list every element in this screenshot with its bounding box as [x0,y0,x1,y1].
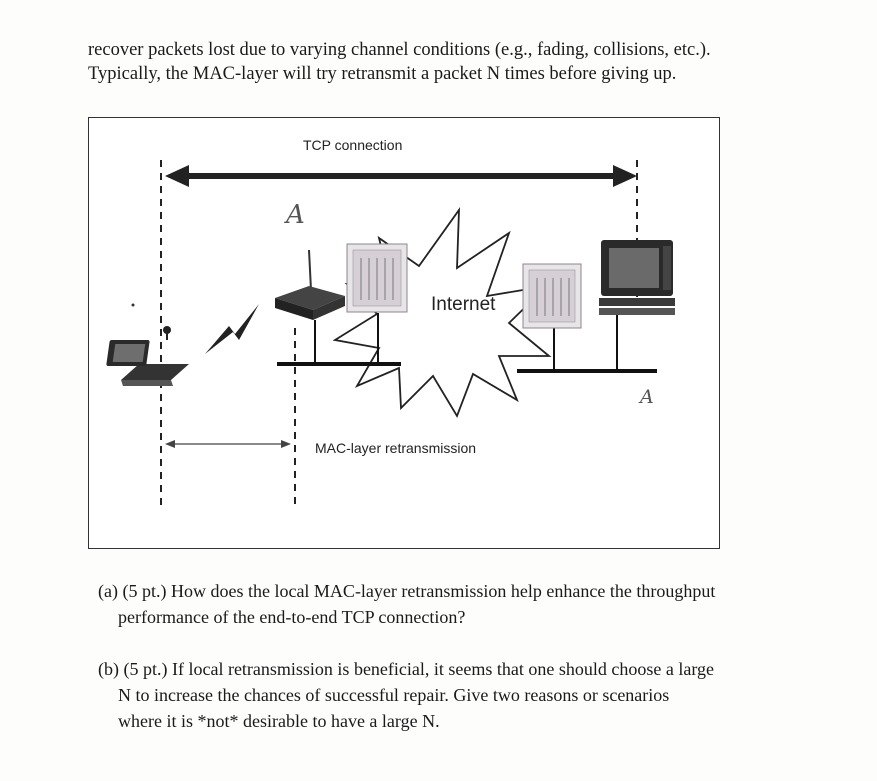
wireless-router-icon [275,249,345,320]
question-b-line-3: where it is *not* desirable to have a la… [118,711,440,731]
tcp-arrow-left-head [165,165,189,187]
intro-line-1: recover packets lost due to varying chan… [88,40,711,60]
question-a: (a) (5 pt.) How does the local MAC-layer… [98,578,798,630]
network-diagram [106,160,675,508]
intro-paragraph: recover packets lost due to varying chan… [88,38,848,86]
network-figure: TCP connection Internet MAC-layer retran… [88,117,720,549]
internet-label: Internet [431,294,496,315]
intro-line-2: Typically, the MAC-layer will try retran… [88,64,677,84]
laptop-icon [106,326,189,386]
question-b-line-1: (b) (5 pt.) If local retransmission is b… [98,659,714,679]
question-b: (b) (5 pt.) If local retransmission is b… [98,656,798,734]
mac-arrow-right-head [281,440,291,448]
handwritten-a-top: A [286,200,305,230]
desktop-computer-icon [599,240,675,315]
tcp-connection-label: TCP connection [303,137,403,153]
small-dot [131,303,135,307]
wireless-link-icon [205,304,259,354]
question-b-line-2: N to increase the chances of successful … [118,685,670,705]
question-a-line-1: (a) (5 pt.) How does the local MAC-layer… [98,581,716,601]
tcp-arrow-right-head [613,165,637,187]
mac-retransmission-label: MAC-layer retransmission [315,440,477,456]
question-a-line-2: performance of the end-to-end TCP connec… [118,607,466,627]
server-right-icon [522,263,582,329]
server-left-icon [346,243,408,313]
handwritten-a-bottom: A [640,386,654,408]
mac-arrow-left-head [165,440,175,448]
